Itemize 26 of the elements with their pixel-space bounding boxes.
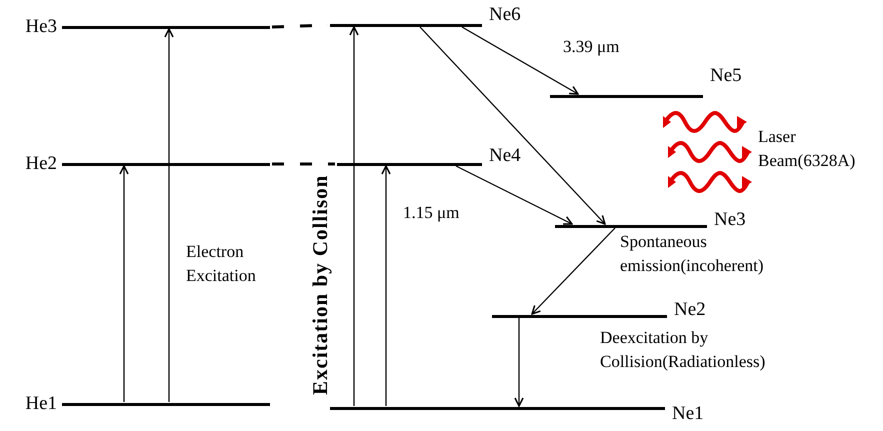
level-label: He3 [25, 17, 57, 37]
level-label: Ne2 [674, 300, 706, 320]
vertical-annotation: Excitation by Collison [307, 174, 333, 395]
edge-label: 1.15 μm [402, 204, 460, 222]
annotation-text: Laser Beam(6328A) [758, 126, 856, 172]
level-label: Ne3 [714, 210, 746, 230]
arrow [514, 318, 524, 407]
level-label: He1 [25, 394, 57, 414]
arrow [119, 165, 129, 402]
level-label: Ne6 [489, 5, 521, 25]
edge-label: 3.39 μm [562, 38, 620, 56]
level-label: Ne1 [672, 404, 704, 424]
level-label: He2 [25, 154, 57, 174]
arrow [456, 165, 573, 225]
arrow [164, 28, 174, 402]
level-label: Ne5 [710, 66, 742, 86]
arrow [531, 228, 616, 315]
connector-line [272, 162, 335, 166]
level-label: Ne4 [489, 146, 521, 166]
arrow [420, 26, 606, 225]
annotation-text: Electron Excitation [186, 241, 257, 287]
arrow [462, 26, 579, 95]
annotation-text: Spontaneous emission(incoherent) [620, 231, 765, 277]
arrow [381, 165, 391, 406]
annotation-text: Deexcitation by Collision(Radiationless) [600, 327, 766, 373]
arrow [349, 26, 359, 406]
